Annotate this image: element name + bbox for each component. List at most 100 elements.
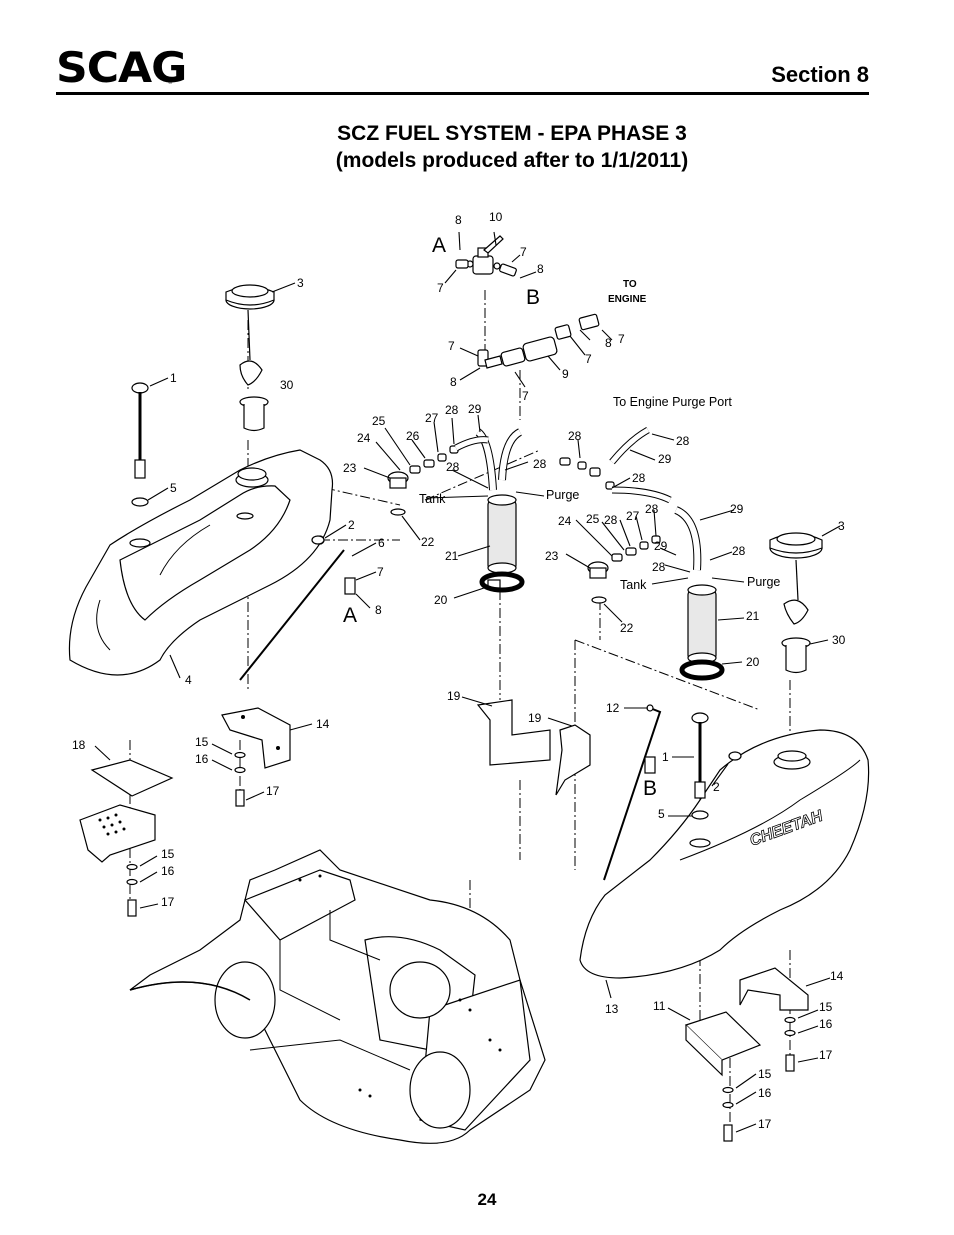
callout-17a: 17 xyxy=(266,784,280,798)
fuel-gauge-left xyxy=(131,382,149,507)
callout-8d: 8 xyxy=(450,375,457,389)
fuel-cap-left xyxy=(225,284,275,386)
callout-30b: 30 xyxy=(832,633,846,647)
callout-28e: 28 xyxy=(676,434,690,448)
callout-20b: 20 xyxy=(746,655,760,669)
callout-28b: 28 xyxy=(568,429,582,443)
fuel-tank-left xyxy=(68,449,334,676)
callout-25b: 25 xyxy=(586,512,600,526)
callout-7e: 7 xyxy=(522,389,529,403)
callout-8e: 8 xyxy=(375,603,382,617)
canister-left xyxy=(475,428,523,591)
label-to-engine-line1: TO xyxy=(623,279,637,290)
callout-5a: 5 xyxy=(170,481,177,495)
callout-15c: 15 xyxy=(819,1000,833,1014)
fuel-shutoff-valve xyxy=(455,235,517,277)
label-to-engine-line2: ENGINE xyxy=(608,294,647,305)
label-purge-left: Purge xyxy=(546,488,579,502)
callout-28d: 28 xyxy=(533,457,547,471)
callout-labels: 8 10 7 8 7 3 7 8 7 8 9 7 7 1 30 25 27 28… xyxy=(72,210,846,1131)
page-number: 24 xyxy=(477,1190,497,1209)
callout-8b: 8 xyxy=(537,262,544,276)
page-header: SCAG ® Section 8 xyxy=(0,0,954,100)
fitting-chain-right xyxy=(559,426,672,604)
callout-17c: 17 xyxy=(819,1048,833,1062)
callout-22a: 22 xyxy=(421,535,435,549)
callout-14a: 14 xyxy=(316,717,330,731)
callout-29c: 29 xyxy=(730,502,744,516)
callout-4: 4 xyxy=(185,673,192,687)
callout-22b: 22 xyxy=(620,621,634,635)
callout-8c: 8 xyxy=(605,336,612,350)
callout-2b: 2 xyxy=(713,780,720,794)
title-line-2: (models produced after to 1/1/2011) xyxy=(335,149,689,172)
callout-15d: 15 xyxy=(758,1067,772,1081)
callout-7f: 7 xyxy=(585,352,592,366)
callout-20a: 20 xyxy=(434,593,448,607)
callout-30a: 30 xyxy=(280,378,294,392)
registered-mark: ® xyxy=(168,80,173,86)
callout-8a: 8 xyxy=(455,213,462,227)
callout-10: 10 xyxy=(489,210,503,224)
bracket-14-right xyxy=(739,967,809,1011)
marker-b-right: B xyxy=(643,777,657,800)
canister-right xyxy=(674,506,723,679)
marker-a-left: A xyxy=(343,604,357,627)
callout-28c: 28 xyxy=(446,460,460,474)
callout-17d: 17 xyxy=(758,1117,772,1131)
callout-29a: 29 xyxy=(468,402,482,416)
callout-28j: 28 xyxy=(652,560,666,574)
callout-24a: 24 xyxy=(357,431,371,445)
callout-7a: 7 xyxy=(520,245,527,259)
filler-neck-30-right xyxy=(781,637,811,674)
callout-27a: 27 xyxy=(425,411,439,425)
brackets-19 xyxy=(476,699,591,796)
bracket-11 xyxy=(684,1011,762,1077)
callout-1b: 1 xyxy=(662,750,669,764)
callout-7b: 7 xyxy=(437,281,444,295)
fasteners xyxy=(126,535,796,1142)
fuel-cap-right xyxy=(769,532,823,625)
callout-7d: 7 xyxy=(448,339,455,353)
hose-clamps xyxy=(479,571,725,681)
label-tank-right: Tank xyxy=(620,578,647,592)
callout-28i: 28 xyxy=(732,544,746,558)
fuel-tank-right: CHEETAH xyxy=(579,729,870,979)
header-rule xyxy=(56,92,869,95)
callout-19b: 19 xyxy=(528,711,542,725)
inline-fuel-filter xyxy=(477,313,600,369)
marker-b-top: B xyxy=(526,286,540,309)
callout-3a: 3 xyxy=(297,276,304,290)
title-line-1: SCZ FUEL SYSTEM - EPA PHASE 3 xyxy=(337,122,687,145)
callout-arrows xyxy=(94,231,841,1133)
callout-2a: 2 xyxy=(348,518,355,532)
callout-24b: 24 xyxy=(558,514,572,528)
callout-17b: 17 xyxy=(161,895,175,909)
callout-28f: 28 xyxy=(632,471,646,485)
callout-18: 18 xyxy=(72,738,86,752)
label-purge-right: Purge xyxy=(747,575,780,589)
filler-neck-30-left xyxy=(239,396,269,432)
callout-14b: 14 xyxy=(830,969,844,983)
callout-13: 13 xyxy=(605,1002,619,1016)
callout-7g: 7 xyxy=(377,565,384,579)
callout-7c: 7 xyxy=(618,332,625,346)
callout-23a: 23 xyxy=(343,461,357,475)
callout-16d: 16 xyxy=(758,1086,772,1100)
callout-16b: 16 xyxy=(161,864,175,878)
bracket-18 xyxy=(79,759,174,863)
callout-28g: 28 xyxy=(604,513,618,527)
callout-11: 11 xyxy=(653,999,666,1013)
callout-27b: 27 xyxy=(626,509,640,523)
callout-23b: 23 xyxy=(545,549,559,563)
callout-15a: 15 xyxy=(195,735,209,749)
callout-19a: 19 xyxy=(447,689,461,703)
label-tank-left: Tank xyxy=(419,492,446,506)
callout-21a: 21 xyxy=(445,549,459,563)
callout-9: 9 xyxy=(562,367,569,381)
exploded-parts-diagram: CHEETAH xyxy=(68,210,870,1144)
callout-5b: 5 xyxy=(658,807,665,821)
callout-16a: 16 xyxy=(195,752,209,766)
callout-28h: 28 xyxy=(645,502,659,516)
chassis-frame xyxy=(129,849,546,1144)
